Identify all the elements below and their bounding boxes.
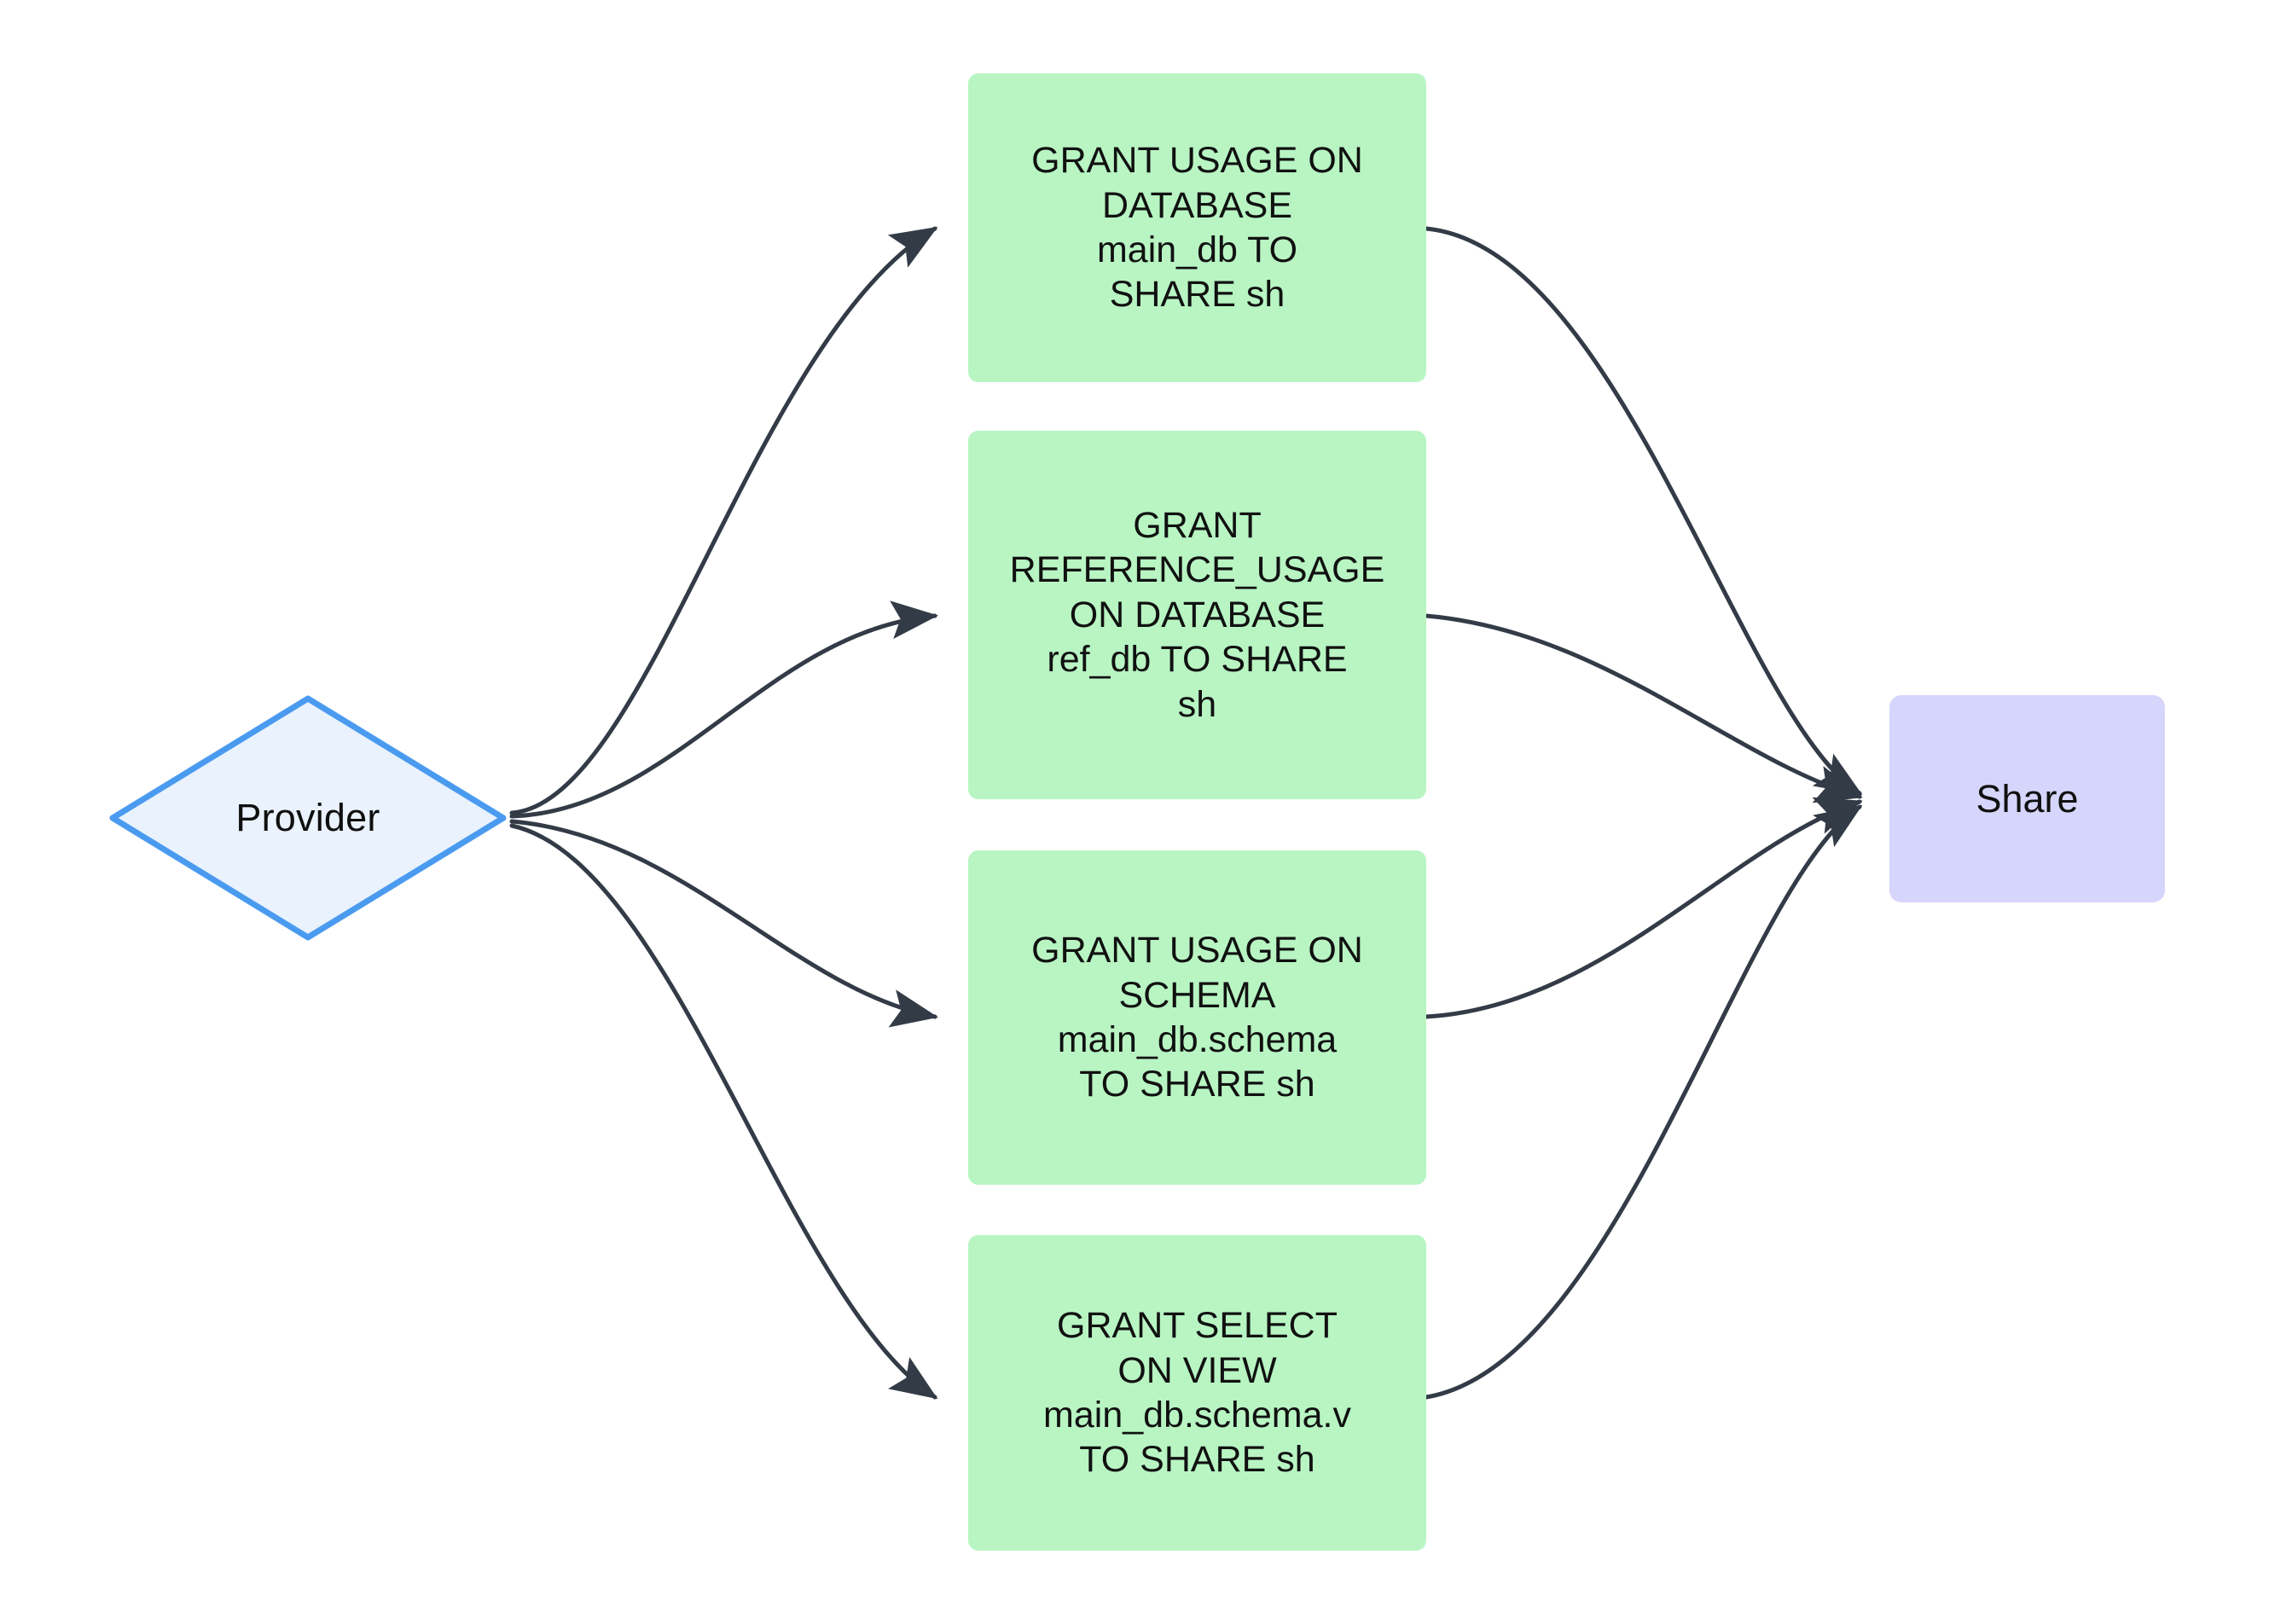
node-grant-reference-usage-database-line: ON DATABASE — [1069, 594, 1326, 635]
node-grant-usage-schema-line: GRANT USAGE ON — [1031, 930, 1363, 972]
node-grant-usage-schema-line: TO SHARE sh — [1079, 1064, 1315, 1105]
node-grant-reference-usage-database-line: GRANT — [1133, 504, 1262, 546]
node-grant-select-view-line: main_db.schema.v — [1043, 1395, 1351, 1436]
node-grant-usage-schema-line: SCHEMA — [1118, 974, 1276, 1016]
node-provider-label: Provider — [235, 796, 380, 839]
node-provider[interactable]: Provider — [107, 693, 508, 942]
node-share-label: Share — [1976, 776, 2079, 821]
edge-provider-to-grant-usage-database — [509, 226, 938, 815]
node-grant-select-view-line: GRANT SELECT — [1057, 1305, 1338, 1347]
edge-provider-to-grant-select-view — [509, 823, 938, 1400]
edge-provider-to-grant-reference-usage — [509, 600, 938, 819]
node-grant-select-view-line: TO SHARE sh — [1079, 1439, 1315, 1481]
edge-grant-usage-schema-to-share — [1424, 797, 1863, 1019]
node-grant-select-view-line: ON VIEW — [1117, 1349, 1277, 1391]
node-grant-usage-database-line: SHARE sh — [1109, 274, 1285, 316]
edge-grant-reference-usage-to-share — [1424, 613, 1863, 803]
node-grant-usage-database-line: GRANT USAGE ON — [1031, 140, 1363, 182]
node-grant-reference-usage-database-line: ref_db TO SHARE — [1047, 639, 1348, 681]
node-grant-usage-database-line: DATABASE — [1101, 184, 1293, 226]
edges-group — [509, 226, 1863, 1400]
node-grant-usage-schema-line: main_db.schema — [1057, 1019, 1338, 1060]
provider-diamond-shape — [109, 695, 507, 941]
node-share[interactable]: Share — [1889, 695, 2165, 902]
edge-grant-usage-database-to-share — [1424, 226, 1863, 796]
edge-grant-select-view-to-share — [1424, 804, 1863, 1400]
node-grant-usage-database-line: main_db TO — [1096, 229, 1298, 270]
node-grant-reference-usage-database-line: REFERENCE_USAGE — [1009, 549, 1385, 591]
node-grant-reference-usage-database-line: sh — [1177, 683, 1217, 725]
edge-provider-to-grant-usage-schema — [509, 819, 938, 1028]
